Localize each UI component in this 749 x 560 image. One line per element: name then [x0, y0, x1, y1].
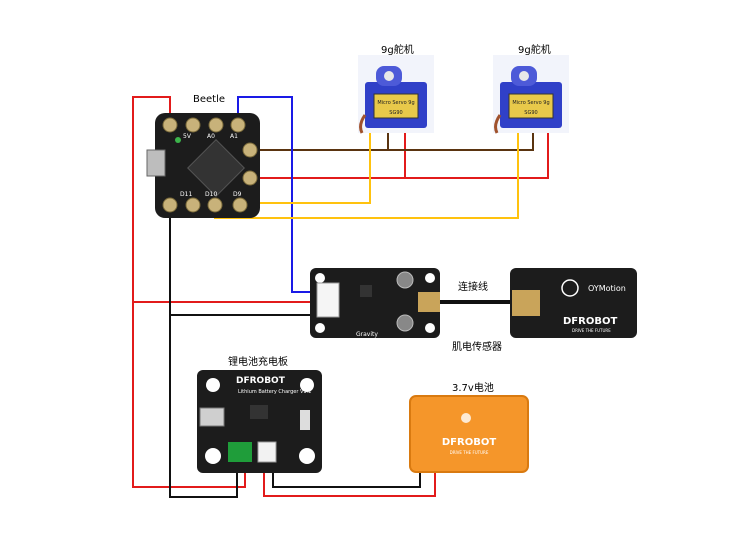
cable-label: 连接线: [458, 282, 488, 293]
yellow-wire-servo1: [240, 130, 371, 204]
battery-label: 3.7v电池: [452, 383, 494, 394]
black-wire-battery: [272, 462, 421, 488]
charger-board: [197, 370, 322, 473]
emg-gravity-text: Gravity: [356, 331, 378, 338]
beetle-pin-a0: A0: [207, 133, 215, 140]
blue-wire-signal: [237, 96, 318, 293]
beetle-pin-a1: A1: [230, 133, 238, 140]
red-wire-servo: [250, 130, 549, 179]
oymotion-logo: OYMotion: [588, 284, 626, 293]
battery-tagline: DRIVE THE FUTURE: [450, 450, 489, 455]
beetle-board: [146, 113, 260, 218]
brown-wire-servo: [250, 130, 534, 151]
yellow-wire-servo2: [214, 130, 519, 219]
beetle-pin-d10: D10: [205, 191, 217, 198]
servo-2: [493, 55, 569, 134]
beetle-pin-5v: 5V: [183, 133, 192, 140]
red-wire-battery: [263, 462, 436, 497]
charger-label: 锂电池充电板: [228, 357, 288, 368]
servo-1: [358, 55, 434, 134]
charger-title-text: Lithium Battery Charger V1.2: [238, 389, 311, 395]
servo-2-brand: SG90: [524, 110, 537, 116]
servo-1-sticker: Micro Servo 9g: [377, 100, 414, 106]
sensor-dfrobot-tagline: DRIVE THE FUTURE: [572, 328, 611, 333]
charger-dfrobot-logo: DFROBOT: [236, 376, 286, 386]
battery-dfrobot-logo: DFROBOT: [442, 437, 496, 448]
servo-2-sticker: Micro Servo 9g: [512, 100, 549, 106]
emg-sensor-board: [510, 268, 637, 338]
servo-2-label: 9g舵机: [518, 45, 551, 56]
sensor-dfrobot-logo: DFROBOT: [563, 316, 617, 327]
beetle-pin-d9: D9: [233, 191, 242, 198]
red-wire-main: [132, 96, 246, 488]
battery-pack: [409, 395, 529, 473]
servo-1-brand: SG90: [389, 110, 402, 116]
emg-sensor-label: 肌电传感器: [452, 342, 502, 353]
beetle-label: Beetle: [193, 94, 226, 105]
black-wire-main: [169, 218, 238, 498]
emg-adapter-board: [310, 268, 440, 338]
servo-1-label: 9g舵机: [381, 45, 414, 56]
beetle-pin-d11: D11: [180, 191, 192, 198]
